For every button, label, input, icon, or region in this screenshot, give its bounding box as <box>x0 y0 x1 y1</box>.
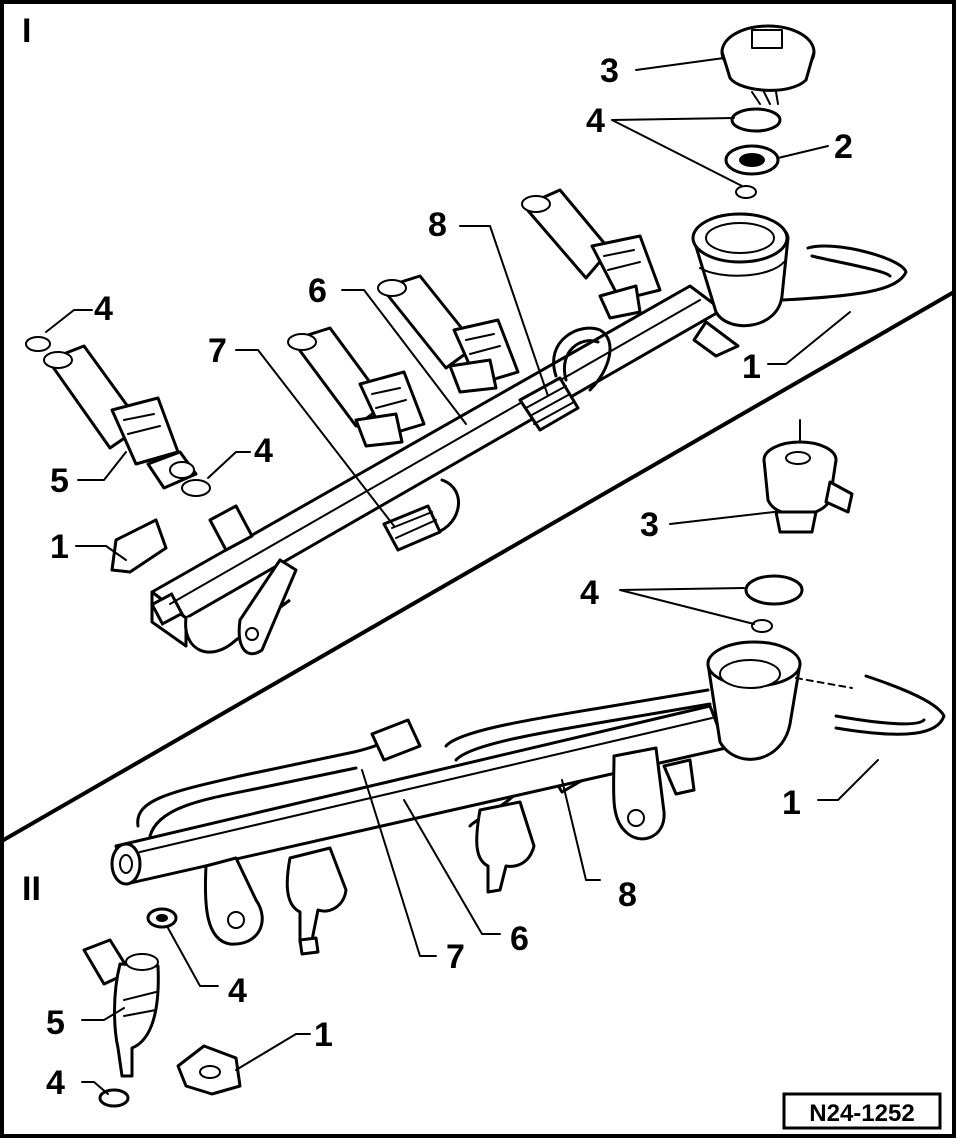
label-i-3: 3 <box>600 52 619 90</box>
label-i-4a: 4 <box>586 102 605 140</box>
fuel-rail-i <box>150 284 724 656</box>
label-i-7: 7 <box>208 332 227 370</box>
label-ii-1b: 1 <box>314 1016 333 1054</box>
regulator-housing-ii <box>706 640 802 761</box>
pressure-regulator-ii <box>762 419 854 534</box>
label-i-2: 2 <box>834 128 853 166</box>
o-ring-bottom-i <box>181 479 211 497</box>
reference-box: N24-1252 <box>782 1092 942 1130</box>
label-ii-3: 3 <box>640 506 659 544</box>
label-ii-4a: 4 <box>580 574 599 612</box>
label-i-1b: 1 <box>742 348 761 386</box>
o-ring-top-i <box>25 336 51 352</box>
injector-cup-i <box>208 504 254 552</box>
label-ii-1a: 1 <box>782 784 801 822</box>
dash-alignment-line-ii <box>795 677 853 689</box>
pressure-regulator-clip-ii <box>834 674 946 736</box>
mount-bracket-ii-1 <box>203 856 264 946</box>
injector-i-2 <box>287 326 426 448</box>
section-label-i: I <box>22 12 31 50</box>
label-ii-8: 8 <box>618 876 637 914</box>
injector-i-4 <box>521 188 662 320</box>
retaining-clip-i <box>110 518 168 574</box>
label-i-6: 6 <box>308 272 327 310</box>
o-ring-lower-ii <box>98 1088 130 1108</box>
label-ii-4c: 4 <box>46 1064 65 1102</box>
o-ring-regulator-ii <box>744 574 804 606</box>
label-i-1a: 1 <box>50 528 69 566</box>
retaining-ring-i <box>724 144 780 176</box>
leader-lines-i <box>45 57 851 561</box>
injector-ii-3 <box>662 758 696 796</box>
injector-i-3 <box>377 274 520 394</box>
injector-ii-2 <box>475 800 536 894</box>
section-i-assembly: 3 4 2 8 6 7 4 4 5 1 1 <box>25 24 908 656</box>
mount-bracket-ii-2 <box>612 746 666 841</box>
reference-number: N24-1252 <box>809 1100 914 1127</box>
fuel-return-line-ii <box>444 688 710 748</box>
injector-i-1 <box>43 344 198 490</box>
o-ring-small-i <box>735 185 757 199</box>
label-ii-7: 7 <box>446 938 465 976</box>
section-divider-line <box>0 290 955 844</box>
o-ring-regulator-i <box>730 107 782 133</box>
label-ii-5: 5 <box>46 1004 65 1042</box>
label-i-5: 5 <box>50 462 69 500</box>
label-ii-6: 6 <box>510 920 529 958</box>
leader-lines-ii <box>81 511 879 1095</box>
regulator-housing-i <box>691 212 790 358</box>
pressure-regulator-clip-i <box>780 244 908 302</box>
fuel-return-line-i <box>382 326 612 552</box>
label-i-4c: 4 <box>254 432 273 470</box>
label-i-8: 8 <box>428 206 447 244</box>
o-ring-small-ii <box>751 619 773 633</box>
fuel-rail-ii <box>110 704 728 886</box>
section-ii-assembly: 3 4 1 8 6 7 4 5 1 4 <box>46 419 946 1108</box>
fuel-feed-connector-ii <box>370 718 422 762</box>
pressure-regulator-i <box>720 24 816 105</box>
injector-ii-1 <box>285 846 348 956</box>
injector-ii-loose <box>82 938 160 1078</box>
section-label-ii: II <box>22 870 41 908</box>
label-ii-4b: 4 <box>228 972 247 1010</box>
label-i-4b: 4 <box>94 290 113 328</box>
